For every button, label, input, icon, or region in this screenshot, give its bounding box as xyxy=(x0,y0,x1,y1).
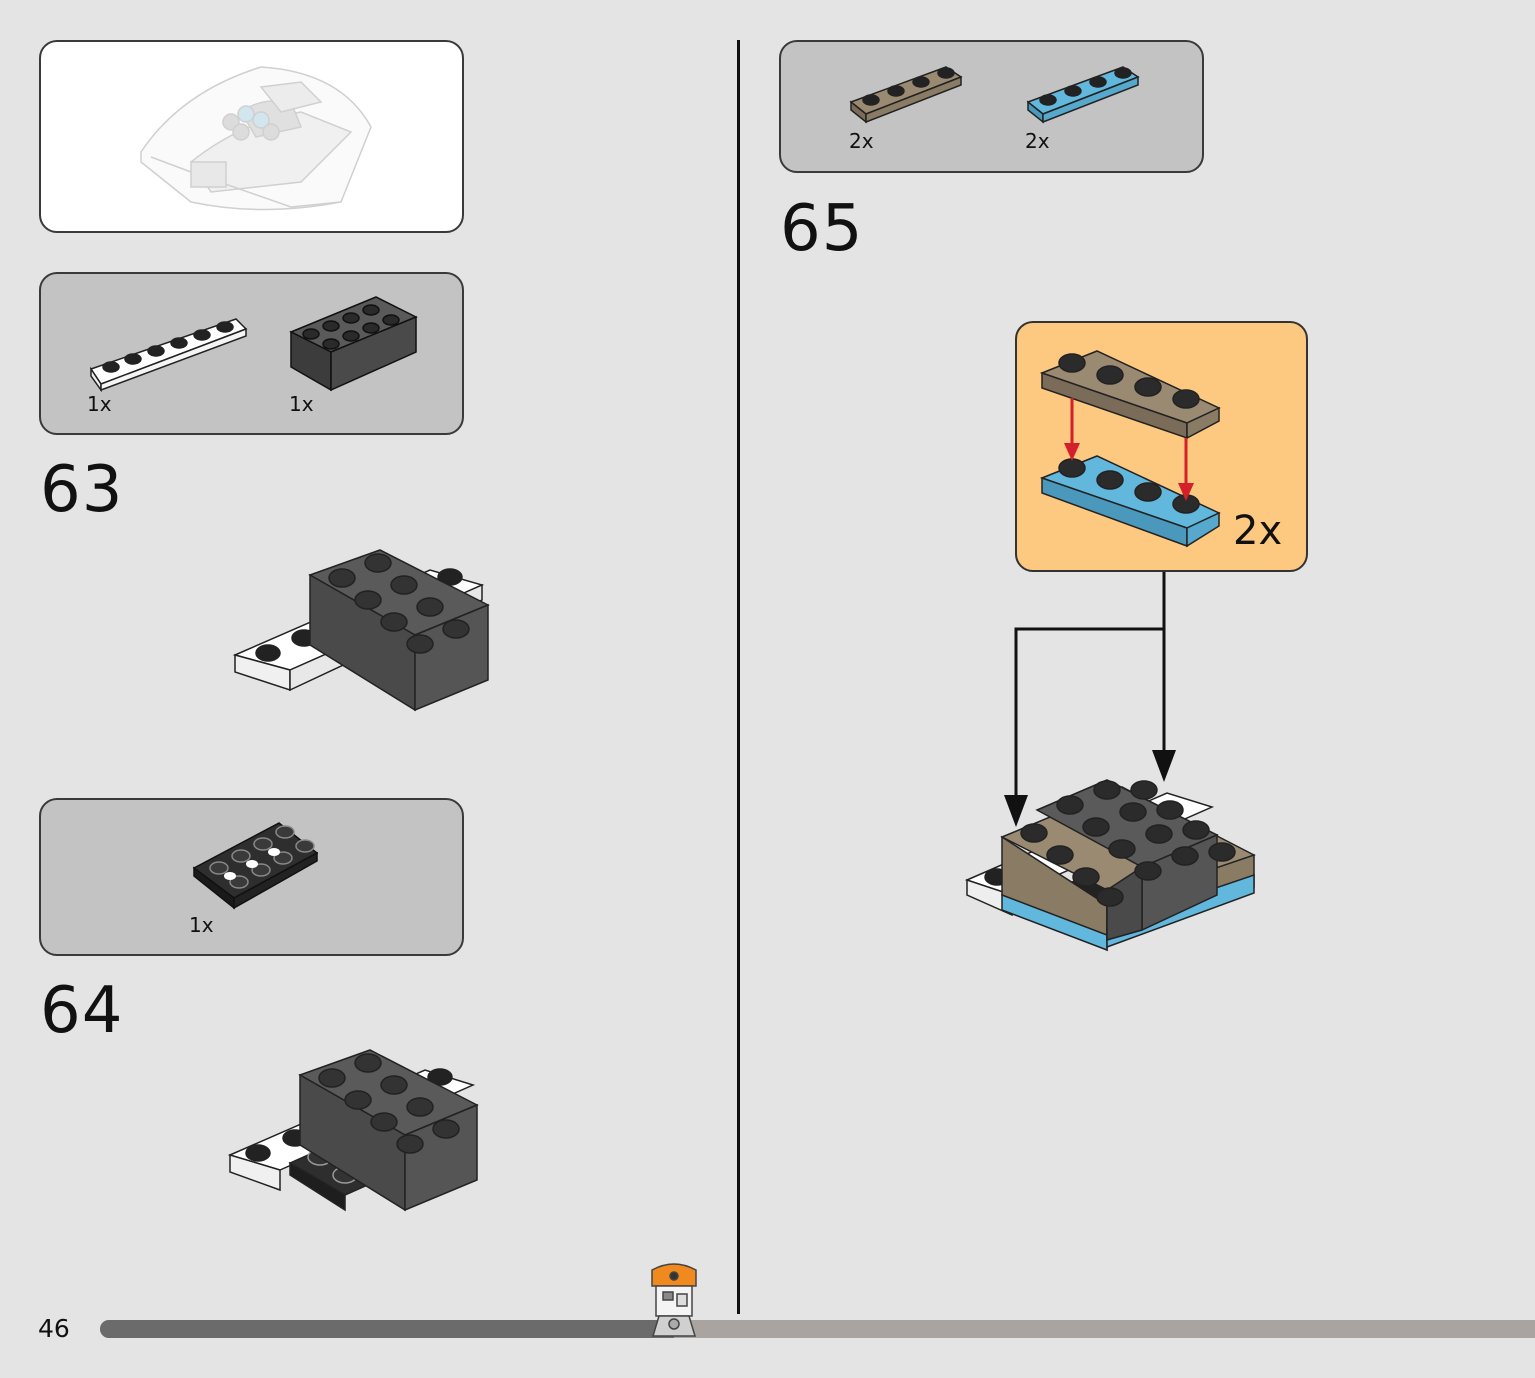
parts-list-step-63: 1x 1x xyxy=(39,272,464,435)
step-65-build-image xyxy=(964,779,1256,952)
parts-list-step-64: 1x xyxy=(39,798,464,956)
tan-plate-1x4-icon xyxy=(849,66,963,124)
part-quantity-dark-brick: 1x xyxy=(289,392,314,416)
step-number-65: 65 xyxy=(780,192,864,266)
down-arrow-icon xyxy=(1064,398,1194,501)
part-quantity-technic-plate: 1x xyxy=(189,913,214,937)
part-quantity-tan-plate: 2x xyxy=(849,129,874,153)
subassembly-callout-image xyxy=(1039,350,1221,548)
white-plate-1x6-icon xyxy=(89,318,248,393)
down-arrow-icon xyxy=(1152,750,1176,782)
submodel-preview-image xyxy=(140,66,372,211)
robot-droid-icon xyxy=(651,1263,697,1337)
callout-quantity: 2x xyxy=(1233,508,1283,554)
part-quantity-white-plate: 1x xyxy=(87,392,112,416)
step-number-63: 63 xyxy=(40,453,124,527)
subassembly-callout xyxy=(1015,321,1308,572)
page-number: 46 xyxy=(38,1314,70,1343)
progress-fill xyxy=(100,1320,674,1338)
black-technic-plate-2x4-icon xyxy=(192,822,319,910)
step-64-build-image xyxy=(227,1049,479,1212)
parts-list-step-65: 2x 2x xyxy=(779,40,1204,173)
step-63-build-image xyxy=(232,549,490,712)
step-number-64: 64 xyxy=(40,974,124,1048)
placement-arrows xyxy=(1004,572,1176,827)
submodel-preview-box xyxy=(39,40,464,233)
light-blue-plate-1x4-icon xyxy=(1026,66,1140,124)
column-divider xyxy=(737,40,740,1314)
down-arrow-icon xyxy=(1004,795,1028,827)
part-quantity-blue-plate: 2x xyxy=(1025,129,1050,153)
dark-grey-brick-2x4-icon xyxy=(289,296,418,392)
